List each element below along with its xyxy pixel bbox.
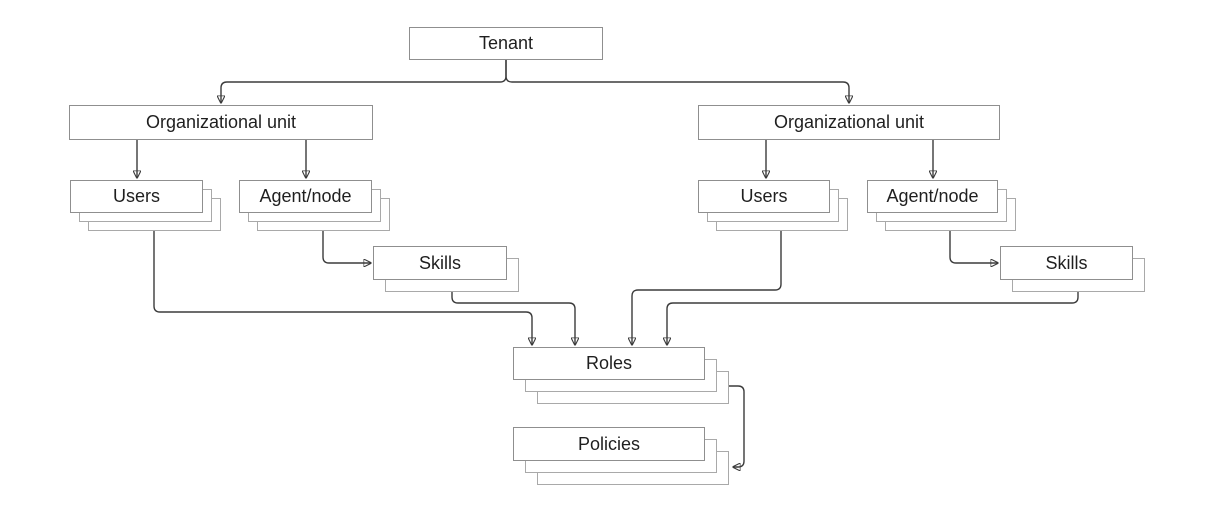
node-roles: Roles	[513, 347, 729, 404]
edge-agentright-skills	[949, 231, 998, 263]
node-tenant-label: Tenant	[478, 33, 534, 53]
node-skills-right-label: Skills	[1045, 252, 1088, 273]
node-agent-node-right: Agent/node	[867, 180, 1016, 231]
edge-agentleft-skills	[322, 231, 371, 263]
node-skills-left: Skills	[373, 246, 519, 292]
edge-tenant-org-right	[505, 60, 849, 103]
edge-usersright-roles	[632, 231, 782, 345]
node-org-unit-right: Organizational unit	[698, 105, 1000, 140]
node-users-right-box: Users	[698, 180, 830, 213]
node-policies: Policies	[513, 427, 729, 485]
edge-skillsright-roles	[667, 292, 1079, 345]
node-agent-node-left-box: Agent/node	[239, 180, 372, 213]
node-users-right: Users	[698, 180, 848, 231]
node-org-unit-left-label: Organizational unit	[145, 112, 297, 132]
node-users-left-label: Users	[112, 186, 160, 206]
node-org-unit-right-label: Organizational unit	[773, 112, 925, 132]
node-agent-node-right-label: Agent/node	[886, 186, 979, 206]
node-policies-label: Policies	[577, 433, 641, 454]
node-skills-left-box: Skills	[373, 246, 507, 280]
node-agent-node-left-label: Agent/node	[259, 186, 352, 206]
node-users-left: Users	[70, 180, 221, 231]
node-skills-left-label: Skills	[418, 252, 461, 273]
node-tenant: Tenant	[409, 27, 603, 60]
node-agent-node-left: Agent/node	[239, 180, 390, 231]
node-users-left-box: Users	[70, 180, 203, 213]
edge-skillsleft-roles	[451, 292, 575, 345]
node-org-unit-left: Organizational unit	[69, 105, 373, 140]
node-users-right-label: Users	[740, 186, 788, 206]
node-policies-box: Policies	[513, 427, 705, 461]
node-roles-box: Roles	[513, 347, 705, 380]
node-agent-node-right-box: Agent/node	[867, 180, 998, 213]
edge-roles-policies	[729, 385, 745, 467]
node-roles-label: Roles	[585, 353, 633, 373]
edge-tenant-org-left	[221, 60, 507, 103]
node-skills-right-box: Skills	[1000, 246, 1133, 280]
node-skills-right: Skills	[1000, 246, 1145, 292]
